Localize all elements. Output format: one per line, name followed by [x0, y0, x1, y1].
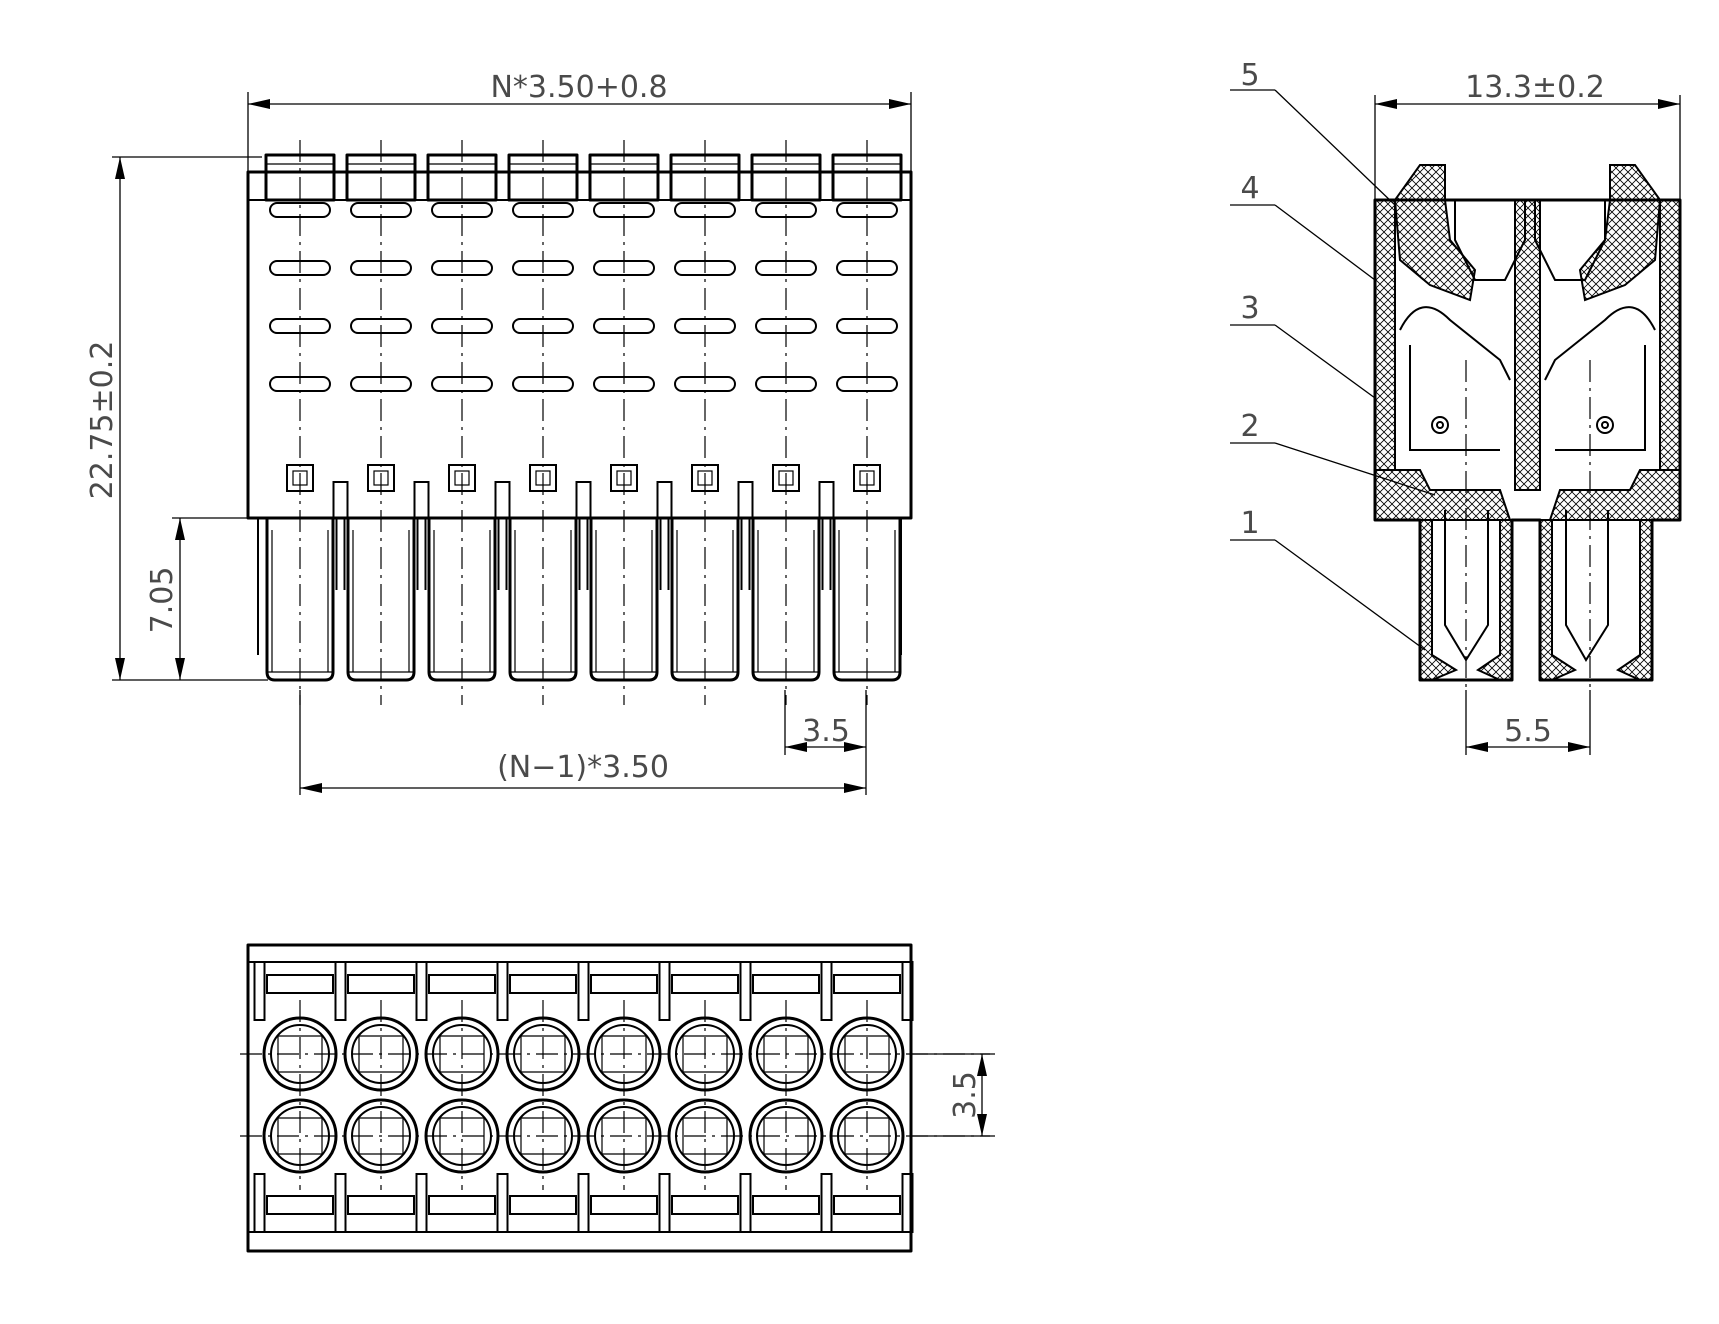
dim-row-pitch-text: 3.5	[948, 1071, 983, 1119]
bottom-view: 3.5	[240, 943, 995, 1253]
front-pole	[494, 140, 579, 705]
side-section-view: 13.3±0.2 5.5 5 4 3 2 1	[1230, 58, 1682, 755]
dim-pitch-text: 3.5	[802, 714, 850, 749]
wire-entry-hole	[505, 1098, 581, 1174]
bottom-pole	[334, 943, 419, 1253]
bottom-pole	[496, 943, 581, 1253]
callout-1: 1	[1240, 506, 1259, 541]
front-pole	[818, 140, 903, 705]
wire-entry-hole	[343, 1098, 419, 1174]
front-pole	[264, 140, 336, 705]
bottom-pole	[820, 943, 905, 1253]
callout-5: 5	[1240, 58, 1259, 93]
dim-pin-length-text: 7.05	[145, 567, 180, 634]
dim-pin-spacing: 5.5	[1465, 690, 1591, 755]
dim-span: (N−1)*3.50	[299, 690, 867, 795]
bottom-pole	[253, 943, 338, 1253]
front-pole	[413, 140, 498, 705]
dim-side-width-text: 13.3±0.2	[1465, 70, 1605, 105]
front-pole	[737, 140, 822, 705]
bottom-pole	[415, 943, 500, 1253]
front-body	[246, 170, 913, 520]
front-view: N*3.50+0.8 22.75±0.2 7.05 3.5	[85, 70, 913, 795]
dim-height: 22.75±0.2	[85, 156, 268, 681]
wire-entry-hole	[262, 1098, 338, 1174]
bottom-pole	[658, 943, 743, 1253]
bottom-poles	[253, 943, 914, 1253]
callout-3: 3	[1240, 291, 1259, 326]
bottom-pole	[577, 943, 662, 1253]
dim-span-text: (N−1)*3.50	[497, 750, 669, 785]
wire-entry-hole	[667, 1098, 743, 1174]
bottom-body	[246, 943, 913, 1253]
bottom-pole	[739, 943, 824, 1253]
front-pole	[332, 140, 417, 705]
callout-4: 4	[1240, 171, 1259, 206]
dim-height-text: 22.75±0.2	[85, 341, 120, 500]
dim-top-width-text: N*3.50+0.8	[490, 70, 667, 105]
dim-side-width: 13.3±0.2	[1374, 70, 1681, 200]
dim-pin-length: 7.05	[145, 517, 248, 680]
dim-pin-spacing-text: 5.5	[1504, 714, 1552, 749]
wire-entry-hole	[748, 1098, 824, 1174]
dim-pitch: 3.5	[784, 690, 867, 755]
callouts: 5 4 3 2 1	[1230, 58, 1436, 651]
front-pole	[575, 140, 660, 705]
callout-2: 2	[1240, 409, 1259, 444]
wire-entry-hole	[424, 1098, 500, 1174]
front-pole	[656, 140, 741, 705]
wire-entry-hole	[829, 1098, 905, 1174]
front-poles	[257, 140, 903, 705]
dim-row-pitch: 3.5	[911, 1053, 995, 1137]
dim-top-width: N*3.50+0.8	[247, 70, 912, 172]
wire-entry-hole	[586, 1098, 662, 1174]
